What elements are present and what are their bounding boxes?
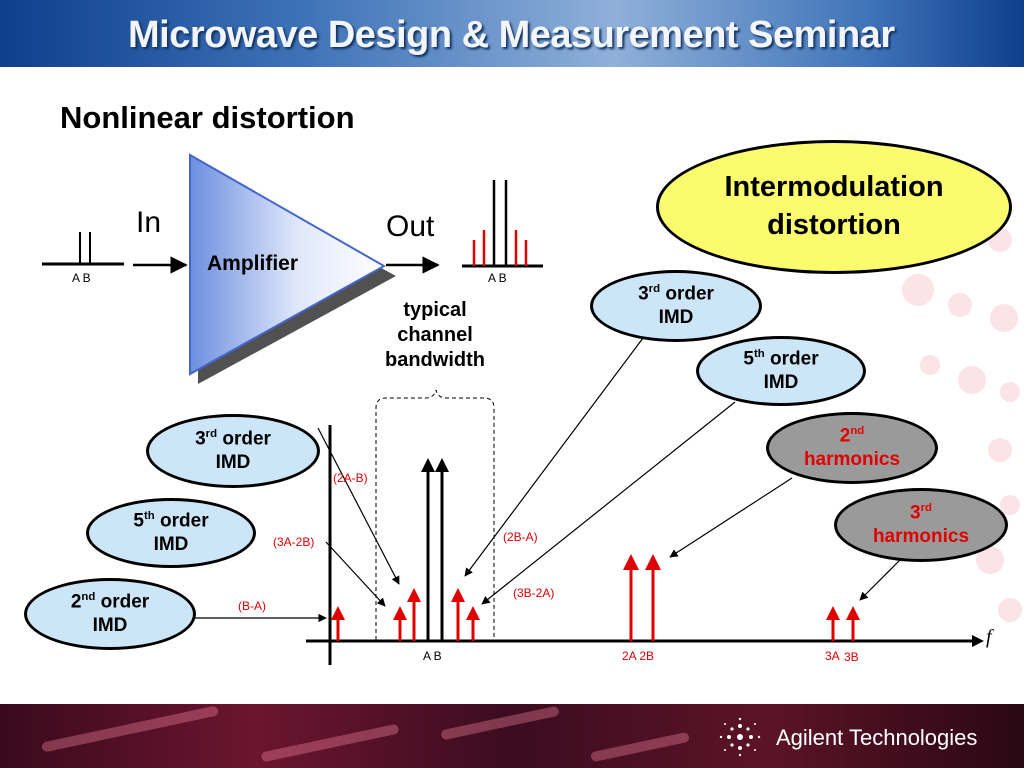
out-label: Out [386, 210, 435, 243]
seminar-title: Microwave Design & Measurement Seminar [128, 14, 895, 56]
axis-label-2a-2b: 2A 2B [622, 649, 655, 663]
second-harmonics-callout: 2nd harmonics [766, 412, 938, 484]
term-2b-a: (2B-A) [503, 530, 538, 544]
bandwidth-bracket [375, 389, 495, 640]
intermodulation-callout: Intermodulation distortion [656, 140, 1012, 274]
term-b-a: (B-A) [238, 599, 266, 613]
input-tones-label: A B [72, 271, 91, 285]
callout-pointers [195, 337, 901, 623]
fifth-order-imd-right-callout: 5th order IMD [696, 336, 866, 406]
term-2a-b: (2A-B) [333, 471, 368, 485]
axis-label-3b: 3B [844, 650, 859, 664]
fifth-order-imd-left-callout: 5th order IMD [86, 498, 256, 568]
term-3b-2a: (3B-2A) [513, 586, 555, 600]
frequency-axis-label: f [986, 626, 992, 648]
in-label: In [136, 206, 162, 239]
axis-label-3a: 3A [825, 649, 840, 663]
amplifier-triangle [189, 153, 396, 384]
spectrum-axes [306, 425, 984, 665]
footer-banner: Agilent Technologies [0, 704, 1024, 768]
company-name: Agilent Technologies [776, 725, 978, 750]
output-spectrum [462, 180, 543, 268]
agilent-spark-icon [719, 717, 761, 757]
third-harmonics-callout: 3rd harmonics [834, 488, 1008, 562]
carrier-tones [421, 458, 449, 641]
amplifier-label: Amplifier [207, 252, 299, 275]
bandwidth-text: typical channel bandwidth [385, 299, 485, 371]
third-order-imd-left-callout: 3rd order IMD [146, 414, 320, 488]
output-tones-label: A B [488, 271, 507, 285]
input-spectrum [42, 232, 124, 266]
slide-title: Nonlinear distortion [60, 100, 355, 135]
distortion-tones [331, 554, 860, 641]
second-order-imd-left-callout: 2nd order IMD [24, 578, 196, 650]
axis-label-ab: A B [423, 649, 442, 663]
third-order-imd-right-callout: 3rd order IMD [590, 270, 762, 342]
header-banner: Microwave Design & Measurement Seminar [0, 0, 1024, 67]
term-3a-2b: (3A-2B) [273, 535, 315, 549]
